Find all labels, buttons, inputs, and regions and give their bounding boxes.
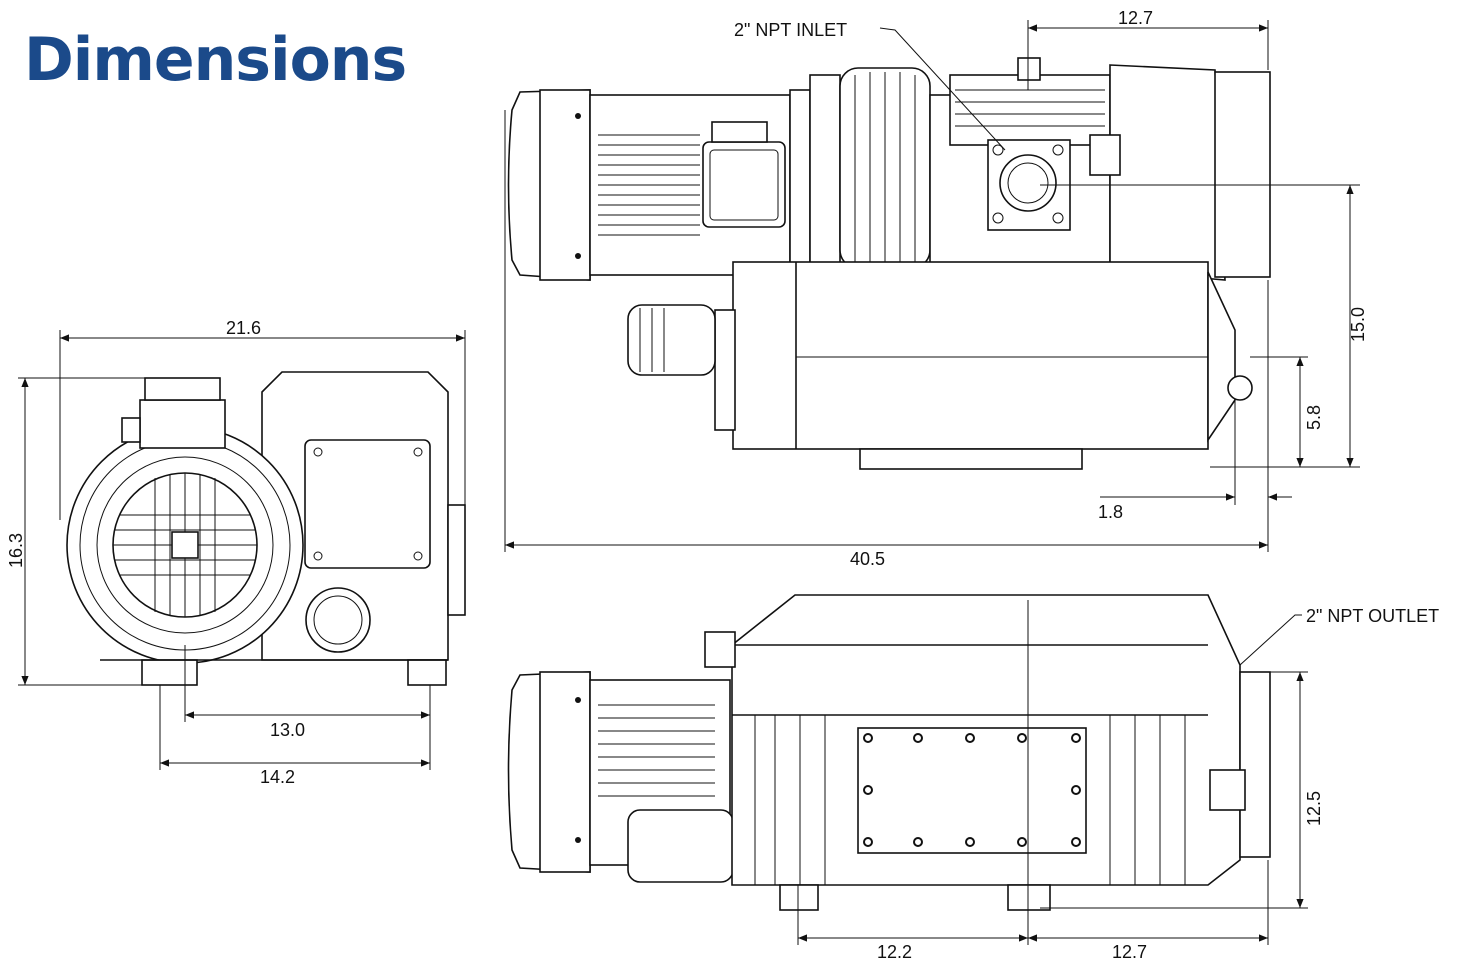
top-view: 2" NPT INLET 12.7 15.0 5.8 1.8 40.5 <box>504 8 1368 569</box>
dim-1-8: 1.8 <box>1098 502 1123 522</box>
dim-12-7-bottom: 12.7 <box>1112 942 1147 962</box>
dim-12-5: 12.5 <box>1304 791 1324 826</box>
outlet-label: 2" NPT OUTLET <box>1306 606 1439 626</box>
dim-5-8: 5.8 <box>1304 405 1324 430</box>
end-view: 21.6 16.3 13.0 14.2 <box>6 318 466 787</box>
inlet-label: 2" NPT INLET <box>734 20 847 40</box>
dim-21-6: 21.6 <box>226 318 261 338</box>
dim-13-0: 13.0 <box>270 720 305 740</box>
dim-40-5: 40.5 <box>850 549 885 569</box>
dim-12-2: 12.2 <box>877 942 912 962</box>
dim-top-12-7: 12.7 <box>1118 8 1153 28</box>
dim-16-3: 16.3 <box>6 533 26 568</box>
side-view: 2" NPT OUTLET 12.5 12.2 12.7 <box>507 594 1439 962</box>
dim-15-0: 15.0 <box>1348 307 1368 342</box>
page-title: Dimensions <box>24 25 407 95</box>
dim-14-2: 14.2 <box>260 767 295 787</box>
